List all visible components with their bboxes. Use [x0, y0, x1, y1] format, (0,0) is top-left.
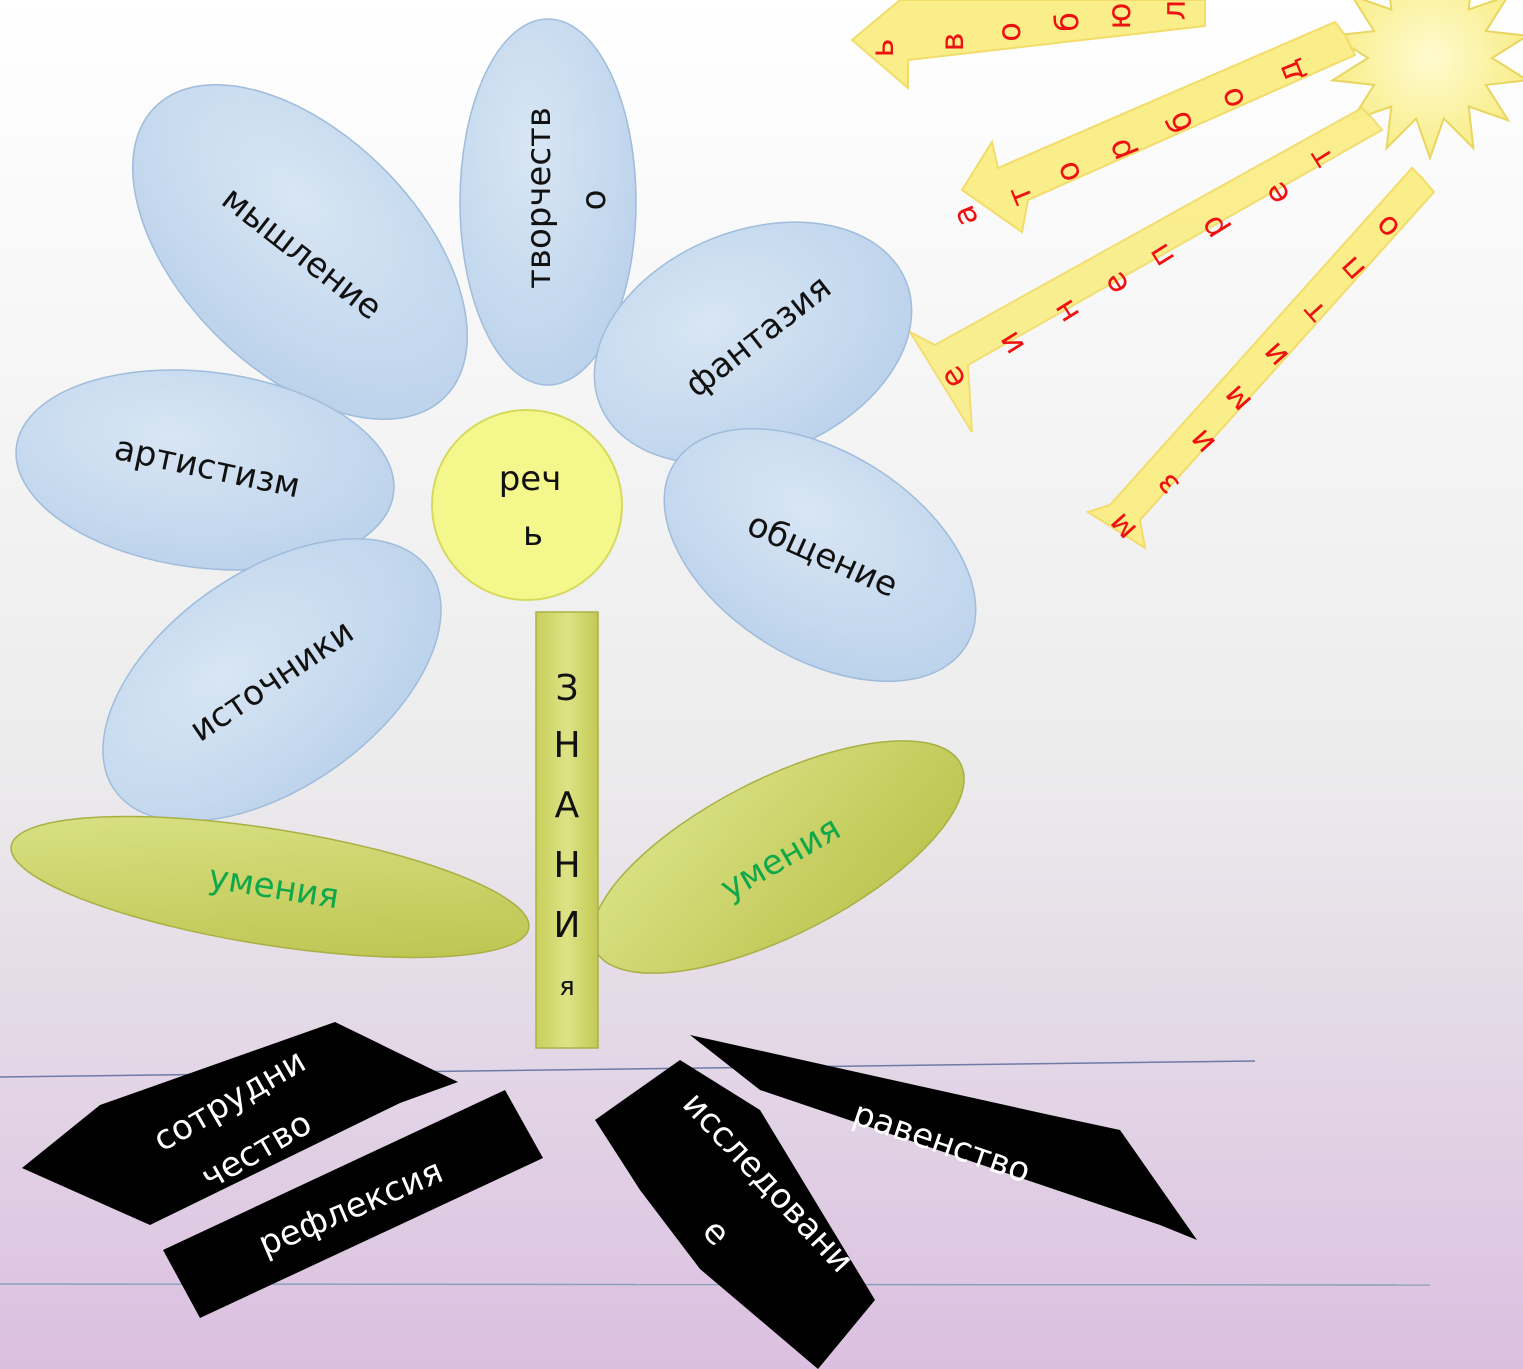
leaf-left-shape	[10, 815, 530, 959]
ray-optimism: о п т и м и з м	[1085, 166, 1436, 551]
stem-letter: Н	[553, 845, 580, 886]
roots: сотрудни чество рефлексия исследовани е …	[22, 1022, 1197, 1369]
root-research-shape	[595, 1060, 875, 1369]
root-cooperation-shape	[22, 1022, 458, 1225]
root-equality-shape	[690, 1035, 1197, 1240]
petal-artistry-shape	[15, 369, 395, 571]
flower-center: реч ь	[431, 409, 623, 601]
ray-love-letter: ю	[1100, 3, 1138, 30]
ray-kindness: д о б р о т а	[944, 20, 1357, 234]
sun-rays: л ю б о в ь д о б р о т а т е р п е н и	[850, 0, 1436, 551]
flower-center-label: ь	[523, 514, 543, 554]
stem: З Н А Н И я	[535, 611, 599, 1049]
ray-optimism-arrow	[1085, 166, 1436, 551]
petal-creativity-label: творчеств	[519, 107, 559, 289]
ray-love-letter: в	[933, 33, 971, 52]
ray-love-letter: о	[990, 22, 1028, 42]
petal-sources: источники	[102, 537, 442, 823]
petal-creativity-label: о	[574, 190, 614, 211]
petal-communication-shape	[663, 428, 977, 682]
flower-center-circle	[431, 409, 623, 601]
petals: мышление творчеств о фантазия артистизм …	[15, 18, 977, 823]
stem-letter: А	[555, 785, 580, 826]
stem-bar	[535, 611, 599, 1049]
stem-letter: Н	[553, 725, 580, 766]
petal-sources-shape	[102, 537, 442, 823]
sun	[1329, 0, 1523, 162]
sun-shape	[1329, 0, 1523, 162]
petal-fantasy: фантазия	[593, 221, 913, 465]
ray-love-arrow	[850, 0, 1206, 91]
petal-communication: общение	[663, 428, 977, 682]
leaf-left: умения	[10, 815, 530, 959]
petal-artistry: артистизм	[15, 369, 395, 571]
petal-thinking-shape	[131, 83, 469, 421]
petal-creativity-shape	[459, 18, 637, 386]
ray-love-letter: ь	[863, 39, 901, 58]
flower-center-label: реч	[499, 459, 562, 499]
root-reflection-shape	[163, 1090, 543, 1318]
ray-love-letter: л	[1155, 0, 1193, 20]
petal-creativity: творчеств о	[459, 18, 637, 386]
petal-thinking: мышление	[131, 83, 469, 421]
stem-letter: я	[559, 972, 575, 1002]
ray-kindness-arrow	[960, 20, 1357, 234]
ray-patience-arrow	[907, 106, 1384, 433]
ray-love-letter: б	[1048, 12, 1086, 32]
ray-love: л ю б о в ь	[850, 0, 1206, 91]
stem-letter: И	[554, 905, 581, 946]
stem-letter: З	[555, 668, 578, 709]
